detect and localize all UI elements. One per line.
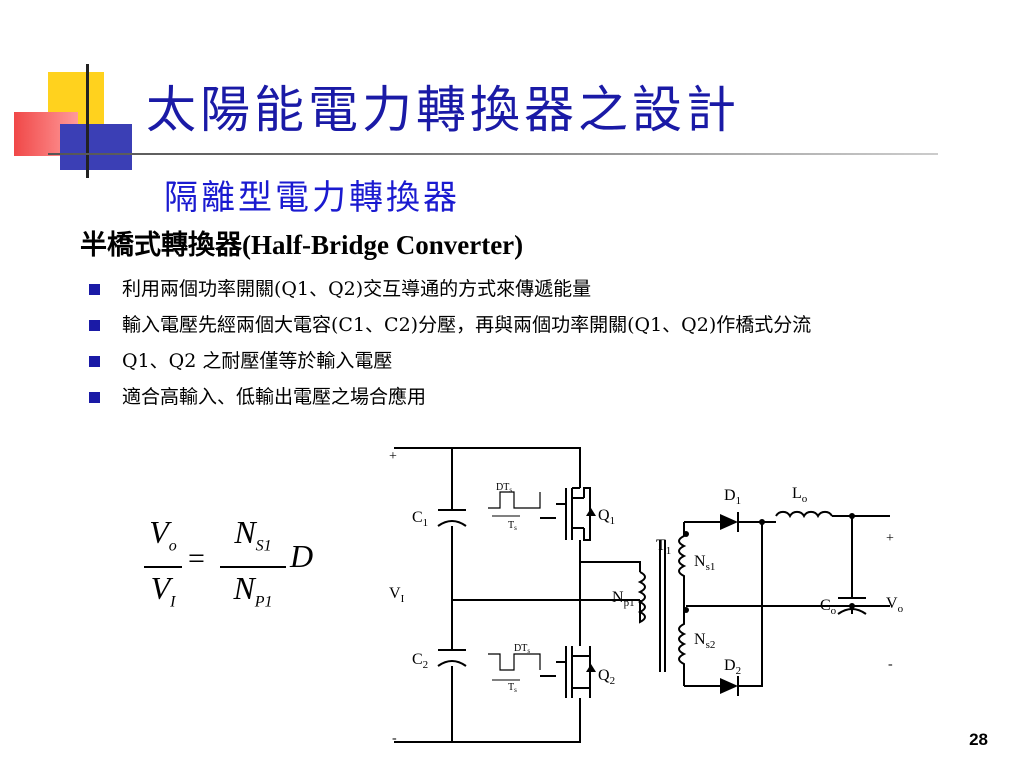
bullet-item: 適合高輸入、低輸出電壓之場合應用 xyxy=(86,382,926,412)
secondary-winding-ns2 xyxy=(678,606,687,686)
input-minus-label: - xyxy=(392,731,397,746)
secondary-winding-ns1 xyxy=(678,522,687,606)
inductor-lo-symbol xyxy=(775,510,833,519)
q1-label: Q xyxy=(598,507,610,524)
svg-text:Ns2: Ns2 xyxy=(694,631,715,651)
svg-text:Ns1: Ns1 xyxy=(694,553,715,573)
section-heading-zh: 半橋式轉換器 xyxy=(80,230,242,261)
bullet-square-icon xyxy=(89,320,100,331)
capacitor-c2-symbol xyxy=(437,649,467,667)
c1-label: C xyxy=(412,509,423,526)
diode-d2-symbol xyxy=(720,678,738,694)
d1-label: D xyxy=(724,487,736,504)
svg-text:C2: C2 xyxy=(412,651,428,671)
bullet-square-icon xyxy=(89,392,100,403)
logo-blue-square xyxy=(60,124,132,170)
ns2-label: N xyxy=(694,631,706,648)
svg-text:DTs: DTs xyxy=(496,482,512,494)
bullet-item: 輸入電壓先經兩個大電容(C1、C2)分壓，再與兩個功率開關(Q1、Q2)作橋式分… xyxy=(86,310,922,340)
t1-label: T xyxy=(656,537,666,554)
dts-label-top: DT xyxy=(496,482,509,493)
diode-d1-symbol xyxy=(720,514,738,530)
logo-vertical-line xyxy=(86,64,89,178)
output-minus-label: - xyxy=(888,657,893,672)
svg-text:T1: T1 xyxy=(656,537,671,557)
mosfet-q1-symbol xyxy=(565,487,591,541)
svg-text:C1: C1 xyxy=(412,509,428,529)
svg-text:Co: Co xyxy=(820,597,837,617)
svg-text:Np1: Np1 xyxy=(612,589,635,609)
svg-text:Q2: Q2 xyxy=(598,667,615,687)
bullet-list: 利用兩個功率開關(Q1、Q2)交互導通的方式來傳遞能量 輸入電壓先經兩個大電容(… xyxy=(86,274,926,418)
co-label: C xyxy=(820,597,831,614)
formula-fraction-right: NS1 NP1 xyxy=(220,514,286,621)
svg-text:DTs: DTs xyxy=(514,643,530,655)
transfer-ratio-formula: Vo VI = NS1 NP1 D xyxy=(140,512,330,612)
ts-label-top: T xyxy=(508,520,514,531)
slide-subtitle: 隔離型電力轉換器 xyxy=(164,178,460,218)
svg-text:D2: D2 xyxy=(724,657,741,677)
bullet-square-icon xyxy=(89,356,100,367)
svg-text:VI: VI xyxy=(389,585,405,605)
bullet-item: Q1、Q2 之耐壓僅等於輸入電壓 xyxy=(86,346,926,376)
section-heading: 半橋式轉換器(Half-Bridge Converter) xyxy=(80,223,523,262)
svg-text:Q1: Q1 xyxy=(598,507,615,527)
bullet-square-icon xyxy=(89,284,100,295)
svg-text:D1: D1 xyxy=(724,487,741,507)
page-number: 28 xyxy=(969,730,988,749)
section-heading-en: (Half-Bridge Converter) xyxy=(242,230,524,260)
q2-label: Q xyxy=(598,667,610,684)
svg-text:Ts: Ts xyxy=(508,682,517,694)
bullet-item: 利用兩個功率開關(Q1、Q2)交互導通的方式來傳遞能量 xyxy=(86,274,926,304)
svg-text:Ts: Ts xyxy=(508,520,517,532)
formula-equals: = xyxy=(188,542,205,575)
mosfet-q2-symbol xyxy=(565,640,591,698)
d2-label: D xyxy=(724,657,736,674)
slide-title: 太陽能電力轉換器之設計 xyxy=(146,81,740,139)
formula-duty-cycle: D xyxy=(290,538,314,574)
input-plus-label: + xyxy=(389,449,397,464)
ns1-label: N xyxy=(694,553,706,570)
vi-label: V xyxy=(389,585,401,602)
dts-label-bottom: DT xyxy=(514,643,527,654)
svg-text:Lo: Lo xyxy=(792,485,808,505)
formula-fraction-left: Vo VI xyxy=(144,514,182,621)
ts-label-bottom: T xyxy=(508,682,514,693)
c2-label: C xyxy=(412,651,423,668)
output-plus-label: + xyxy=(886,531,894,546)
lo-label: L xyxy=(792,485,802,502)
primary-winding-np1 xyxy=(637,571,646,624)
np1-label: N xyxy=(612,589,624,606)
capacitor-c1-symbol xyxy=(437,509,467,527)
svg-text:Vo: Vo xyxy=(886,595,904,615)
vo-label: V xyxy=(886,595,898,612)
title-underline xyxy=(48,153,938,155)
